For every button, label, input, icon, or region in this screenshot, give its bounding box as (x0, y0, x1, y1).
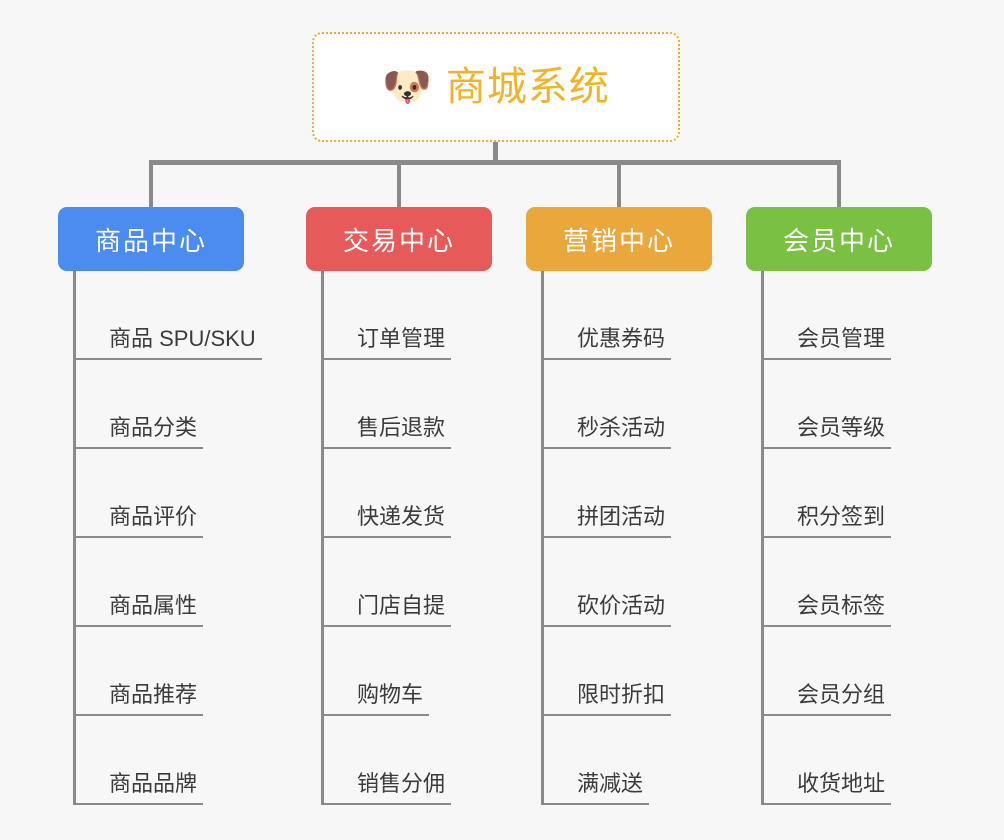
branch-body-4: 会员管理 会员等级 积分签到 会员标签 会员分组 收货地址 (761, 271, 932, 805)
connector-drop-1 (149, 160, 153, 208)
branch-body-3: 优惠券码 秒杀活动 拼团活动 砍价活动 限时折扣 满减送 (541, 271, 712, 805)
list-item-label: 销售分佣 (321, 771, 452, 805)
list-item-label: 商品属性 (73, 593, 204, 627)
list-item-label: 限时折扣 (541, 682, 672, 716)
list-item[interactable]: 订单管理 (321, 271, 492, 360)
list-item[interactable]: 购物车 (321, 627, 492, 716)
list-item-label: 砍价活动 (541, 593, 672, 627)
list-item[interactable]: 拼团活动 (541, 449, 712, 538)
list-item[interactable]: 限时折扣 (541, 627, 712, 716)
list-item-label: 商品 SPU/SKU (73, 326, 262, 360)
list-item[interactable]: 砍价活动 (541, 538, 712, 627)
list-item-label: 积分签到 (761, 504, 892, 538)
branch-column-1: 商品中心 商品 SPU/SKU 商品分类 商品评价 商品属性 商品推荐 商品品牌 (58, 207, 262, 805)
list-item[interactable]: 满减送 (541, 716, 712, 805)
branch-header-4[interactable]: 会员中心 (746, 207, 932, 271)
list-item-label: 收货地址 (761, 771, 892, 805)
list-item[interactable]: 会员分组 (761, 627, 932, 716)
list-item[interactable]: 售后退款 (321, 360, 492, 449)
list-item[interactable]: 收货地址 (761, 716, 932, 805)
list-item[interactable]: 销售分佣 (321, 716, 492, 805)
list-item[interactable]: 门店自提 (321, 538, 492, 627)
list-item-label: 购物车 (321, 682, 430, 716)
list-item-label: 优惠券码 (541, 326, 672, 360)
root-title: 商城系统 (445, 65, 610, 109)
list-item-label: 门店自提 (321, 593, 452, 627)
branch-column-2: 交易中心 订单管理 售后退款 快递发货 门店自提 购物车 销售分佣 (306, 207, 492, 805)
root-node[interactable]: 🐶 商城系统 (312, 32, 680, 142)
list-item[interactable]: 积分签到 (761, 449, 932, 538)
dog-face-icon: 🐶 (382, 65, 432, 109)
list-item[interactable]: 优惠券码 (541, 271, 712, 360)
list-item[interactable]: 会员标签 (761, 538, 932, 627)
list-item-label: 商品品牌 (73, 771, 204, 805)
branch-body-1: 商品 SPU/SKU 商品分类 商品评价 商品属性 商品推荐 商品品牌 (73, 271, 262, 805)
branch-header-1[interactable]: 商品中心 (58, 207, 244, 271)
connector-drop-2 (397, 160, 401, 208)
branch-column-4: 会员中心 会员管理 会员等级 积分签到 会员标签 会员分组 收货地址 (746, 207, 932, 805)
list-item[interactable]: 秒杀活动 (541, 360, 712, 449)
list-item-label: 商品推荐 (73, 682, 204, 716)
connector-drop-4 (837, 160, 841, 208)
list-item[interactable]: 会员等级 (761, 360, 932, 449)
list-item-label: 会员标签 (761, 593, 892, 627)
list-item-label: 商品分类 (73, 415, 204, 449)
list-item-label: 秒杀活动 (541, 415, 672, 449)
list-item[interactable]: 商品分类 (73, 360, 244, 449)
list-item-label: 会员管理 (761, 326, 892, 360)
list-item-label: 满减送 (541, 771, 650, 805)
list-item-label: 拼团活动 (541, 504, 672, 538)
list-item[interactable]: 商品评价 (73, 449, 244, 538)
list-item-label: 会员等级 (761, 415, 892, 449)
list-item[interactable]: 商品 SPU/SKU (73, 271, 262, 360)
list-item-label: 商品评价 (73, 504, 204, 538)
list-item[interactable]: 会员管理 (761, 271, 932, 360)
list-item-label: 售后退款 (321, 415, 452, 449)
list-item[interactable]: 商品推荐 (73, 627, 244, 716)
list-item[interactable]: 商品属性 (73, 538, 244, 627)
list-item[interactable]: 商品品牌 (73, 716, 244, 805)
branch-header-3[interactable]: 营销中心 (526, 207, 712, 271)
connector-horizontal-bus (149, 160, 841, 165)
list-item-label: 快递发货 (321, 504, 452, 538)
list-item[interactable]: 快递发货 (321, 449, 492, 538)
connector-root-stem (493, 142, 498, 162)
branch-column-3: 营销中心 优惠券码 秒杀活动 拼团活动 砍价活动 限时折扣 满减送 (526, 207, 712, 805)
connector-drop-3 (617, 160, 621, 208)
list-item-label: 会员分组 (761, 682, 892, 716)
list-item-label: 订单管理 (321, 326, 452, 360)
branch-body-2: 订单管理 售后退款 快递发货 门店自提 购物车 销售分佣 (321, 271, 492, 805)
branch-header-2[interactable]: 交易中心 (306, 207, 492, 271)
